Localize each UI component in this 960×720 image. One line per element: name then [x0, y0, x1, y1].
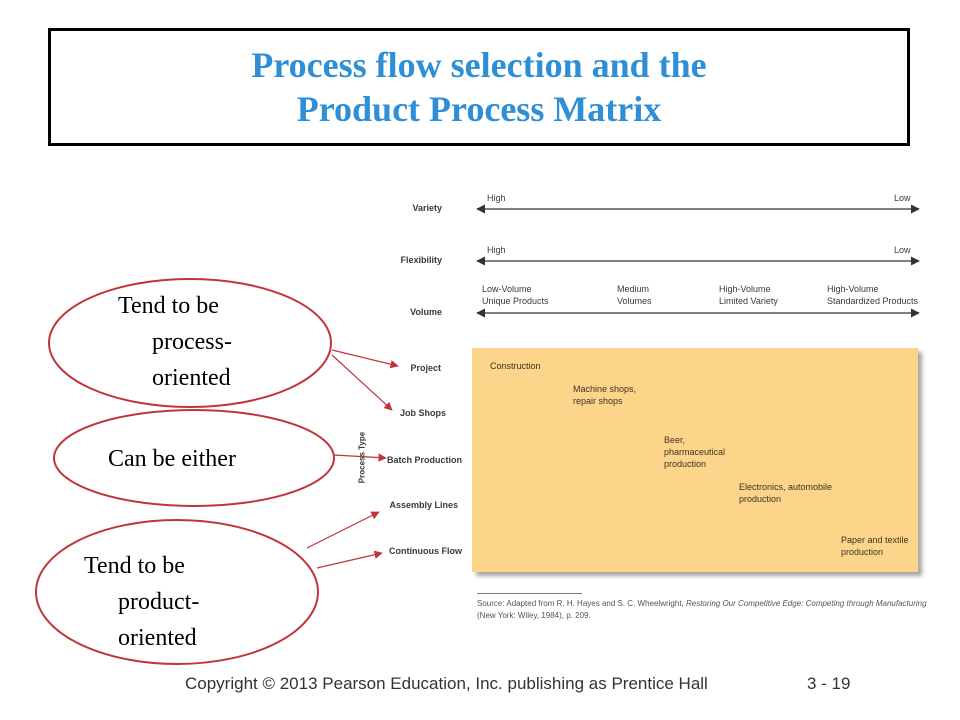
bubble-process-text: Tend to be process- oriented: [118, 288, 232, 396]
source-divider: [477, 593, 582, 594]
volume-tick-1-line1: Low-Volume: [482, 284, 532, 294]
source-prefix: Source: Adapted from R. H. Hayes and S. …: [477, 599, 686, 608]
bubble-product-line3: oriented: [118, 625, 197, 651]
flexibility-high: High: [487, 245, 506, 255]
volume-tick-2-line1: Medium: [617, 284, 650, 294]
volume-tick-4-line2: Standardized Products: [827, 296, 919, 306]
bubble-either-line1: Can be either: [108, 446, 236, 472]
matrix-item-paper: Paper and textile production: [841, 534, 909, 558]
volume-tick-3: High-Volume Limited Variety: [719, 283, 778, 307]
copyright-text: Copyright © 2013 Pearson Education, Inc.…: [185, 674, 708, 693]
flexibility-low: Low: [894, 245, 911, 255]
matrix-item-3-line2: pharmaceutical: [664, 447, 726, 457]
bubble-either-text: Can be either: [108, 441, 236, 477]
matrix-item-construction: Construction: [490, 360, 541, 372]
bubble-process-line3: oriented: [152, 365, 231, 391]
bubble-product-line2: product-: [118, 589, 200, 615]
bubble-product-text: Tend to be product- oriented: [84, 548, 199, 656]
process-type-axis-label: Process Type: [357, 431, 367, 484]
variety-label: Variety: [412, 203, 442, 213]
volume-tick-3-line2: Limited Variety: [719, 296, 778, 306]
matrix-item-5-line2: production: [841, 547, 884, 557]
source-suffix: (New York: Wiley, 1984), p. 209.: [477, 611, 591, 620]
process-continuous-flow: Continuous Flow: [389, 546, 462, 556]
process-project: Project: [410, 363, 441, 373]
bubble-product-oriented: [35, 519, 319, 665]
arrow-to-batch: [333, 453, 387, 462]
bubble-product-line1: Tend to be: [84, 553, 185, 579]
title-box: Process flow selection and the Product P…: [48, 28, 910, 146]
title-line-1: Process flow selection and the: [251, 45, 707, 85]
arrow-to-assembly: [306, 511, 380, 549]
product-process-matrix: [472, 348, 918, 572]
volume-tick-2: Medium Volumes: [617, 283, 652, 307]
arrow-to-project: [331, 349, 399, 369]
matrix-item-electronics: Electronics, automobile production: [739, 481, 832, 505]
matrix-item-machine-shops: Machine shops, repair shops: [573, 383, 636, 407]
matrix-item-1-line1: Construction: [490, 361, 541, 371]
volume-tick-4-line1: High-Volume: [827, 284, 879, 294]
volume-tick-2-line2: Volumes: [617, 296, 652, 306]
volume-tick-3-line1: High-Volume: [719, 284, 771, 294]
matrix-item-3-line1: Beer,: [664, 435, 686, 445]
matrix-item-4-line1: Electronics, automobile: [739, 482, 833, 492]
volume-tick-1-line2: Unique Products: [482, 296, 549, 306]
matrix-item-2-line2: repair shops: [573, 396, 623, 406]
matrix-item-5-line1: Paper and textile: [841, 535, 909, 545]
bubble-process-oriented: [48, 278, 332, 408]
title-line-2: Product Process Matrix: [296, 89, 662, 129]
source-italic: Restoring Our Competitive Edge: Competin…: [685, 599, 927, 608]
matrix-item-beer: Beer, pharmaceutical production: [664, 434, 725, 470]
arrow-to-continuous: [316, 550, 383, 569]
matrix-item-2-line1: Machine shops,: [573, 384, 637, 394]
matrix-item-3-line3: production: [664, 459, 707, 469]
variety-high: High: [487, 193, 506, 203]
process-job-shops: Job Shops: [399, 408, 446, 418]
process-batch-production: Batch Production: [386, 455, 462, 465]
volume-tick-1: Low-Volume Unique Products: [482, 283, 549, 307]
variety-low: Low: [894, 193, 911, 203]
arrow-to-job-shops: [331, 354, 393, 411]
page-number: 3 - 19: [807, 674, 851, 693]
bubble-process-line2: process-: [152, 329, 232, 355]
flexibility-label: Flexibility: [400, 255, 442, 265]
matrix-item-4-line2: production: [739, 494, 782, 504]
volume-label: Volume: [410, 307, 442, 317]
bubble-can-be-either: [53, 409, 335, 507]
process-assembly-lines: Assembly Lines: [389, 500, 458, 510]
source-note: Source: Adapted from R. H. Hayes and S. …: [477, 598, 947, 622]
volume-tick-4: High-Volume Standardized Products: [827, 283, 918, 307]
bubble-process-line1: Tend to be: [118, 293, 219, 319]
